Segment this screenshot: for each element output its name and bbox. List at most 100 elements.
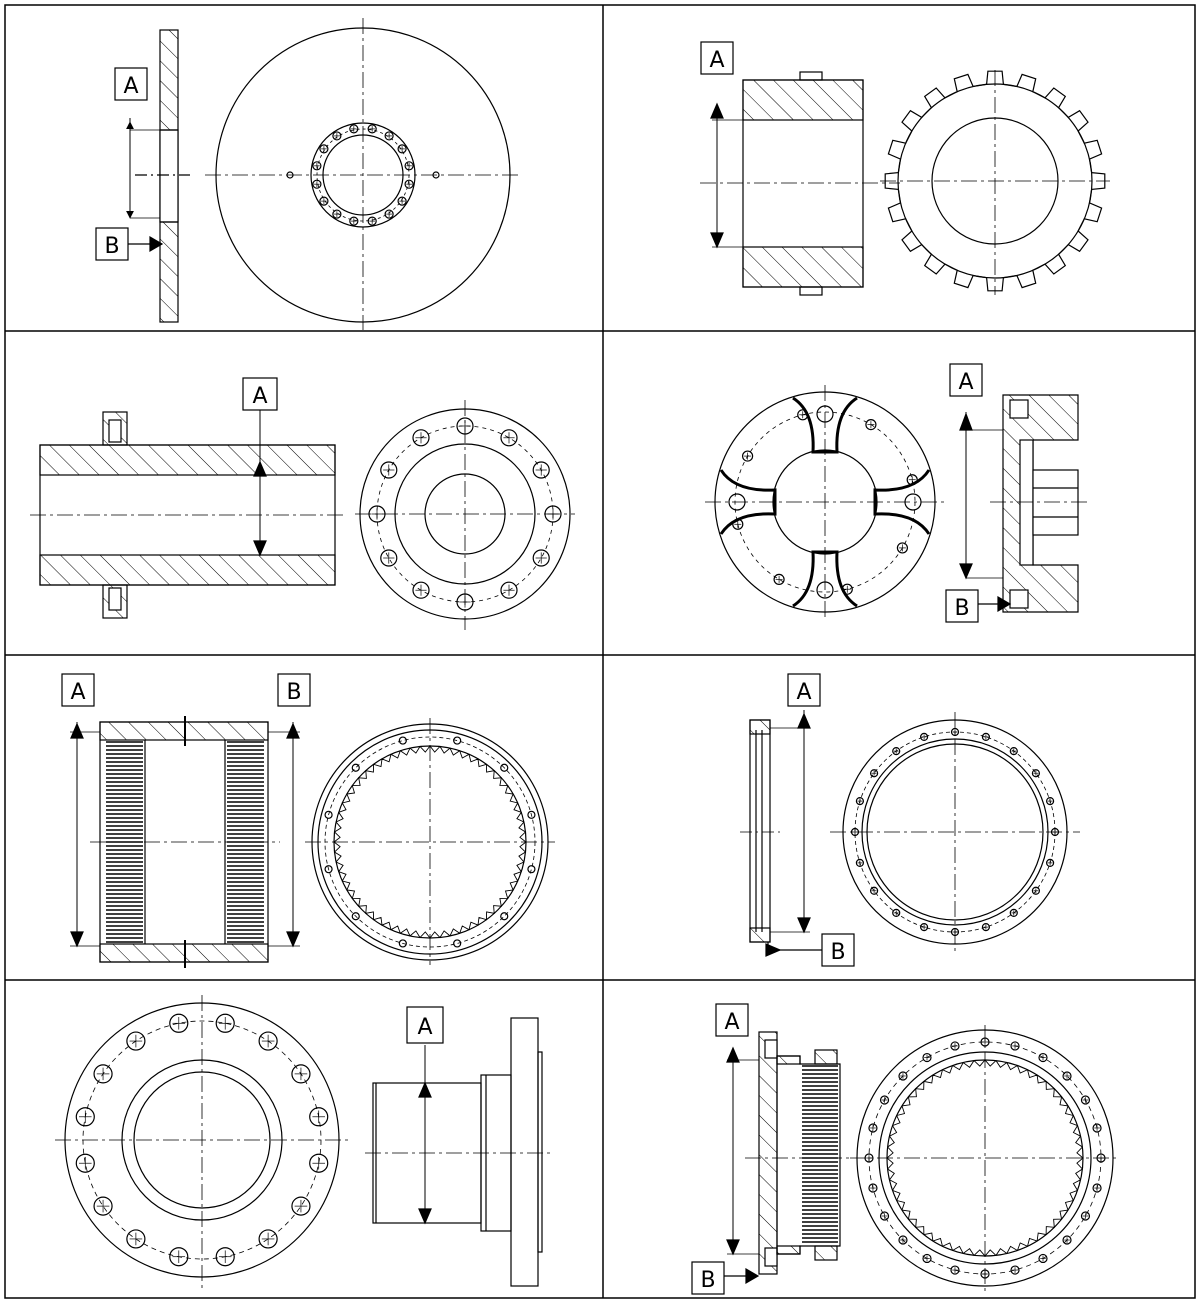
bolt-hole [324, 810, 333, 819]
bolt-hole [380, 549, 398, 567]
bolt-hole [981, 732, 991, 741]
bolt-hole [797, 409, 809, 421]
bolt-hole [1046, 796, 1055, 806]
label-b: B [954, 596, 969, 621]
panel-splined-hub: A [700, 41, 1110, 296]
bolt-hole [75, 1107, 95, 1127]
bolt-hole [741, 450, 754, 462]
bolt-hole [919, 732, 929, 741]
bolt-hole [309, 1153, 329, 1173]
bolt-holes [324, 736, 536, 948]
bolt-hole [532, 461, 550, 479]
bolt-hole [1038, 1253, 1048, 1264]
bolt-hole [319, 144, 329, 154]
bolt-hole [215, 1013, 235, 1033]
bolt-hole [922, 1253, 932, 1264]
label-box-b [821, 933, 855, 967]
bolt-hole [126, 1031, 146, 1051]
bolt-hole [312, 179, 322, 189]
bolt-hole [453, 736, 462, 745]
bolt-hole [1031, 886, 1041, 895]
label-box-a [242, 377, 278, 411]
bolt-hole [922, 1052, 932, 1063]
bolt-hole [527, 865, 536, 874]
bolt-holes [75, 1013, 329, 1267]
bolt-hole [1062, 1071, 1072, 1081]
bolt-hole [384, 131, 394, 141]
bolt-hole [841, 583, 853, 595]
bolt-hole [1031, 769, 1041, 778]
bolt-hole [855, 858, 864, 868]
bolt-hole [169, 1247, 189, 1267]
label-a: A [709, 48, 724, 73]
panel-flat-disk: A B [95, 18, 520, 330]
label-b: B [830, 940, 845, 965]
bolt-hole [1062, 1235, 1072, 1245]
bolt-hole [398, 939, 407, 948]
panel-grid [4, 4, 1196, 1299]
bolt-hole [919, 923, 929, 932]
panel-spider-hub: A B [705, 363, 1090, 623]
bolt-hole [869, 769, 879, 778]
bolt-hole [869, 886, 879, 895]
bolt-hole [981, 923, 991, 932]
bolt-hole [309, 1107, 329, 1127]
bolt-hole [898, 1071, 908, 1081]
bolt-hole [1046, 858, 1055, 868]
bolt-hole [93, 1196, 113, 1216]
bolt-hole [773, 573, 785, 586]
bolt-hole [324, 865, 333, 874]
bolt-hole [126, 1229, 146, 1249]
bolt-hole [349, 124, 359, 134]
label-b: B [104, 234, 119, 259]
bolt-hole [500, 912, 509, 921]
label-a: A [724, 1010, 739, 1035]
bolt-hole [500, 581, 518, 599]
bolt-hole [453, 939, 462, 948]
bolt-hole [1080, 1211, 1091, 1221]
label-b: B [700, 1268, 715, 1293]
bolt-hole [1010, 1041, 1020, 1051]
bolt-hole [404, 179, 414, 189]
label-a: A [958, 370, 973, 395]
bolt-hole [398, 736, 407, 745]
bolt-hole [892, 746, 901, 756]
bolt-hole [312, 161, 322, 171]
label-box-b [277, 673, 311, 707]
bolt-hole [906, 474, 918, 486]
label-box-b [691, 1261, 725, 1295]
bolt-hole [397, 144, 407, 154]
gear-teeth-section [802, 1065, 838, 1243]
bolt-hole [412, 581, 430, 599]
bolt-hole [397, 196, 407, 206]
bolt-hole [169, 1013, 189, 1033]
bolt-hole [1080, 1095, 1091, 1105]
panel-flanged-spigot-hub: A [55, 995, 550, 1290]
bolt-hole [898, 1235, 908, 1245]
bolt-hole [1009, 746, 1018, 756]
bolt-hole [1010, 1265, 1020, 1275]
bolt-hole [367, 124, 377, 134]
bolt-hole [351, 763, 360, 772]
bolt-hole [93, 1064, 113, 1084]
bolt-hole [291, 1196, 311, 1216]
bolt-hole [500, 429, 518, 447]
label-box-a [61, 673, 95, 707]
bolt-hole [868, 1123, 878, 1133]
bolt-hole [868, 1183, 878, 1193]
label-box-a [700, 41, 734, 75]
bolt-holes [312, 124, 414, 226]
bolt-hole [351, 912, 360, 921]
label-box-a [406, 1006, 444, 1044]
bolt-hole [404, 161, 414, 171]
label-a: A [123, 74, 138, 99]
bolt-hole [879, 1095, 890, 1105]
bolt-hole [950, 727, 960, 737]
bolt-hole [1038, 1052, 1048, 1063]
bolt-hole [500, 763, 509, 772]
label-box-a [787, 673, 821, 707]
bolt-hole [950, 1265, 960, 1275]
panel-internal-gear-flange-hub: A B [691, 1003, 1120, 1295]
bolt-hole [332, 131, 342, 141]
